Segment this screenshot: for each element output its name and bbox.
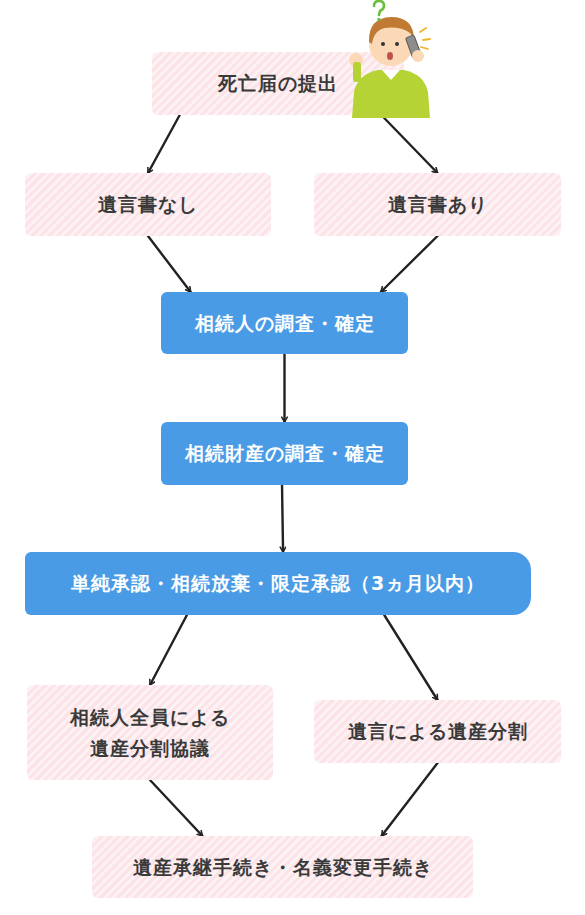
ring-marks [420, 28, 430, 49]
arm [353, 62, 361, 82]
process-box: 相続財産の調査・確定 [161, 422, 408, 485]
shirt [352, 70, 430, 118]
step-box: 遺言書あり [314, 173, 561, 236]
question-dot [377, 18, 380, 21]
hand [412, 50, 424, 62]
flow-arrow [150, 615, 187, 685]
node-text: 死亡届の提出 [218, 68, 338, 98]
person-illustration [340, 0, 440, 118]
mouth [387, 52, 393, 60]
flow-arrow [381, 236, 438, 292]
question-symbol [374, 1, 384, 15]
flow-arrow [150, 780, 202, 836]
flow-arrow [381, 115, 437, 173]
step-box: 遺産承継手続き・名義変更手続き [92, 836, 473, 898]
node-text: 遺言書なし [98, 189, 198, 219]
process-box: 単純承認・相続放棄・限定承認（3ヵ月以内） [25, 552, 531, 615]
flow-arrow [384, 615, 437, 700]
eye [395, 42, 399, 46]
flow-arrow [148, 236, 191, 292]
step-box: 遺言による遺産分割 [314, 700, 561, 763]
collar [382, 70, 400, 80]
node-text: 単純承認・相続放棄・限定承認（3ヵ月以内） [71, 568, 485, 598]
flow-arrow [282, 485, 283, 552]
node-text: 遺言書あり [388, 189, 488, 219]
node-text: 相続人全員による 遺産分割協議 [37, 702, 263, 763]
node-text: 相続人の調査・確定 [195, 308, 375, 338]
step-box: 相続人全員による 遺産分割協議 [27, 685, 273, 780]
node-text: 遺言による遺産分割 [348, 716, 528, 746]
flow-arrow [148, 115, 180, 173]
flow-arrow [382, 763, 438, 836]
eye [381, 42, 385, 46]
step-box: 遺言書なし [25, 173, 271, 236]
process-box: 相続人の調査・確定 [161, 292, 408, 354]
node-text: 遺産承継手続き・名義変更手続き [133, 852, 433, 882]
node-text: 相続財産の調査・確定 [185, 438, 385, 468]
flow-arrow [283, 354, 285, 422]
